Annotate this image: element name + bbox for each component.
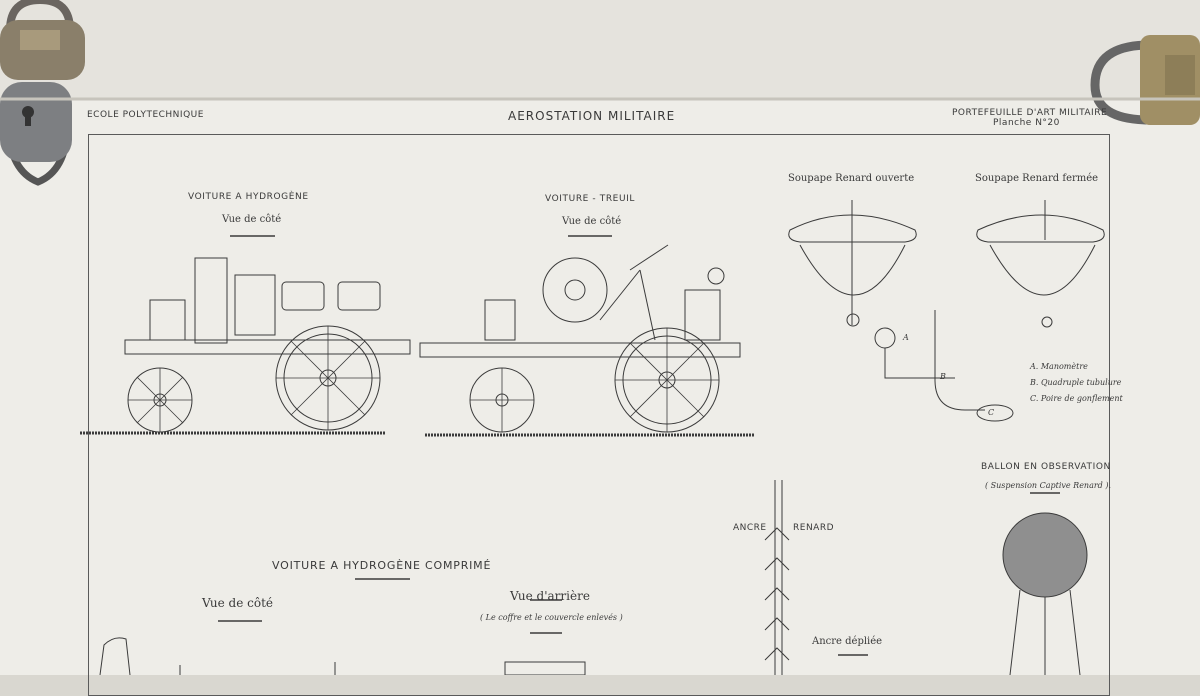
valve-closed-drawing bbox=[976, 200, 1105, 328]
caption-winch-car-view: Vue de côté bbox=[562, 216, 622, 227]
caption-hydrogen-car-view: Vue de côté bbox=[222, 214, 282, 225]
padlock-left-icon bbox=[0, 82, 72, 186]
label-c: C bbox=[988, 408, 995, 417]
anchor-drawing bbox=[764, 480, 790, 675]
header-school: ECOLE POLYTECHNIQUE bbox=[87, 110, 204, 120]
caption-balloon: BALLON EN OBSERVATION bbox=[981, 462, 1111, 472]
header-plate-number: Planche N°20 bbox=[993, 118, 1060, 128]
caption-compressed-car: VOITURE A HYDROGÈNE COMPRIMÉ bbox=[272, 559, 492, 572]
compressed-car-drawing bbox=[99, 637, 586, 675]
drawings-layer bbox=[0, 0, 1200, 675]
balloon-drawing bbox=[1002, 512, 1088, 675]
caption-anchor-left: ANCRE bbox=[733, 523, 767, 533]
caption-compressed-side: Vue de côté bbox=[202, 596, 274, 610]
padlock-right-icon bbox=[1090, 35, 1200, 125]
upper-poster-sheet bbox=[0, 0, 1200, 100]
caption-compressed-rear: Vue d'arrière bbox=[510, 589, 590, 603]
label-b: B bbox=[940, 372, 946, 381]
winch-car-drawing bbox=[419, 244, 755, 437]
header-portfolio: PORTEFEUILLE D'ART MILITAIRE bbox=[952, 108, 1108, 118]
page-title: AEROSTATION MILITAIRE bbox=[508, 109, 676, 123]
caption-valve-open: Soupape Renard ouverte bbox=[788, 173, 915, 184]
caption-anchor-unfolded: Ancre dépliée bbox=[812, 636, 883, 647]
hydrogen-car-drawing bbox=[80, 257, 411, 435]
caption-compressed-rear-note: ( Le coffre et le couvercle enlevés ) bbox=[480, 613, 623, 622]
caption-winch-car: VOITURE - TREUIL bbox=[545, 194, 636, 204]
legend-a: A. Manomètre bbox=[1030, 362, 1088, 371]
caption-hydrogen-car: VOITURE A HYDROGÈNE bbox=[188, 192, 309, 202]
legend-b: B. Quadruple tubulure bbox=[1030, 378, 1122, 387]
poster-sheet bbox=[0, 98, 1200, 675]
caption-anchor-right: RENARD bbox=[793, 523, 835, 533]
label-a: A bbox=[903, 333, 909, 342]
caption-valve-closed: Soupape Renard fermée bbox=[975, 173, 1099, 184]
legend-c: C. Poire de gonflement bbox=[1030, 394, 1123, 403]
valve-open-drawing bbox=[788, 200, 1014, 422]
caption-balloon-sub: ( Suspension Captive Renard ). bbox=[985, 481, 1111, 490]
padlock-top-left-icon bbox=[0, 0, 85, 80]
